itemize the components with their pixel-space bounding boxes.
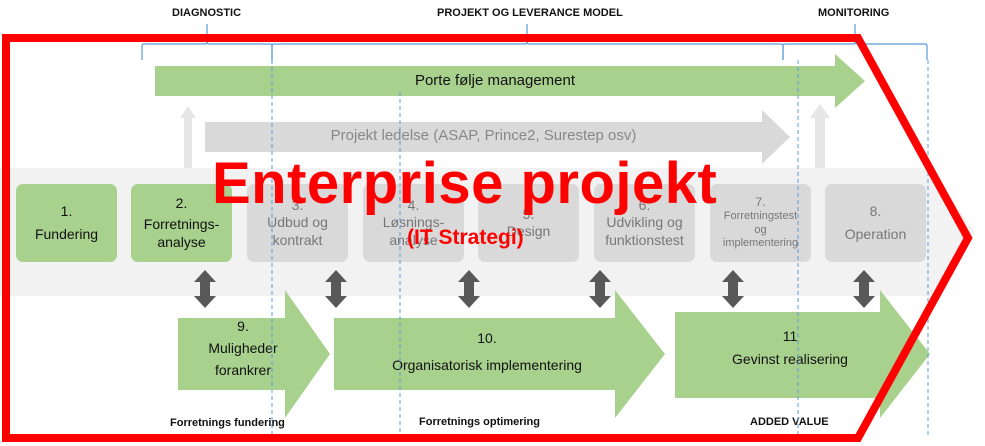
header-diagnostic: DIAGNOSTIC: [172, 7, 242, 19]
lower-arrow-text: Gevinst realisering: [732, 351, 848, 367]
bracket-monitoring: [782, 24, 928, 60]
step-box-7: 7. Forretningstest og implementering: [710, 184, 811, 262]
lower-arrow-10: 10. Organisatorisk implementering: [334, 328, 640, 376]
up-arrow-right: [810, 104, 830, 168]
bracket-diagnostic: [141, 24, 273, 60]
lower-arrow-num: 9.: [237, 318, 249, 334]
bottom-label-left: Forretnings fundering: [170, 417, 285, 429]
step-num: 8.: [869, 202, 882, 219]
lower-arrow-11: 11 Gevinst realisering: [690, 326, 890, 370]
step-num: 2.: [175, 194, 188, 211]
lower-arrow-text: Organisatorisk implementering: [392, 357, 582, 373]
step-text: Udvikling og funktionstest: [605, 214, 684, 248]
overlay-title: Enterprise projekt: [212, 151, 718, 216]
step-text: Fundering: [34, 226, 99, 242]
step-box-8: 8. Operation: [825, 184, 926, 262]
step-num: 1.: [60, 202, 73, 219]
header-projekt: PROJEKT OG LEVERANCE MODEL: [437, 7, 623, 19]
up-arrow-left: [180, 106, 196, 168]
step-box-1: 1. Fundering: [16, 184, 117, 262]
lower-arrow-text: Muligheder forankrer: [208, 340, 278, 379]
lower-arrow-num: 11: [782, 328, 798, 344]
portfolio-label: Porte følje management: [414, 72, 576, 89]
overlay-subtitle: (IT Strategi): [407, 226, 524, 249]
header-monitoring: MONITORING: [818, 7, 890, 19]
step-text: Forretningstest og implementering: [722, 209, 799, 250]
projekt-ledelse-label: Projekt ledelse (ASAP, Prince2, Surestep…: [330, 127, 637, 144]
bracket-projekt: [271, 24, 784, 60]
bottom-label-right: ADDED VALUE: [750, 416, 829, 428]
lower-arrow-9: 9. Muligheder forankrer: [178, 316, 308, 382]
step-text: Forretnings- analyse: [143, 216, 220, 250]
step-text: Udbud og kontrakt: [267, 214, 328, 248]
step-text: Operation: [844, 226, 907, 242]
lower-arrow-num: 10.: [477, 330, 497, 346]
step-num: 7.: [755, 194, 766, 209]
bottom-label-middle: Forretnings optimering: [419, 416, 540, 428]
